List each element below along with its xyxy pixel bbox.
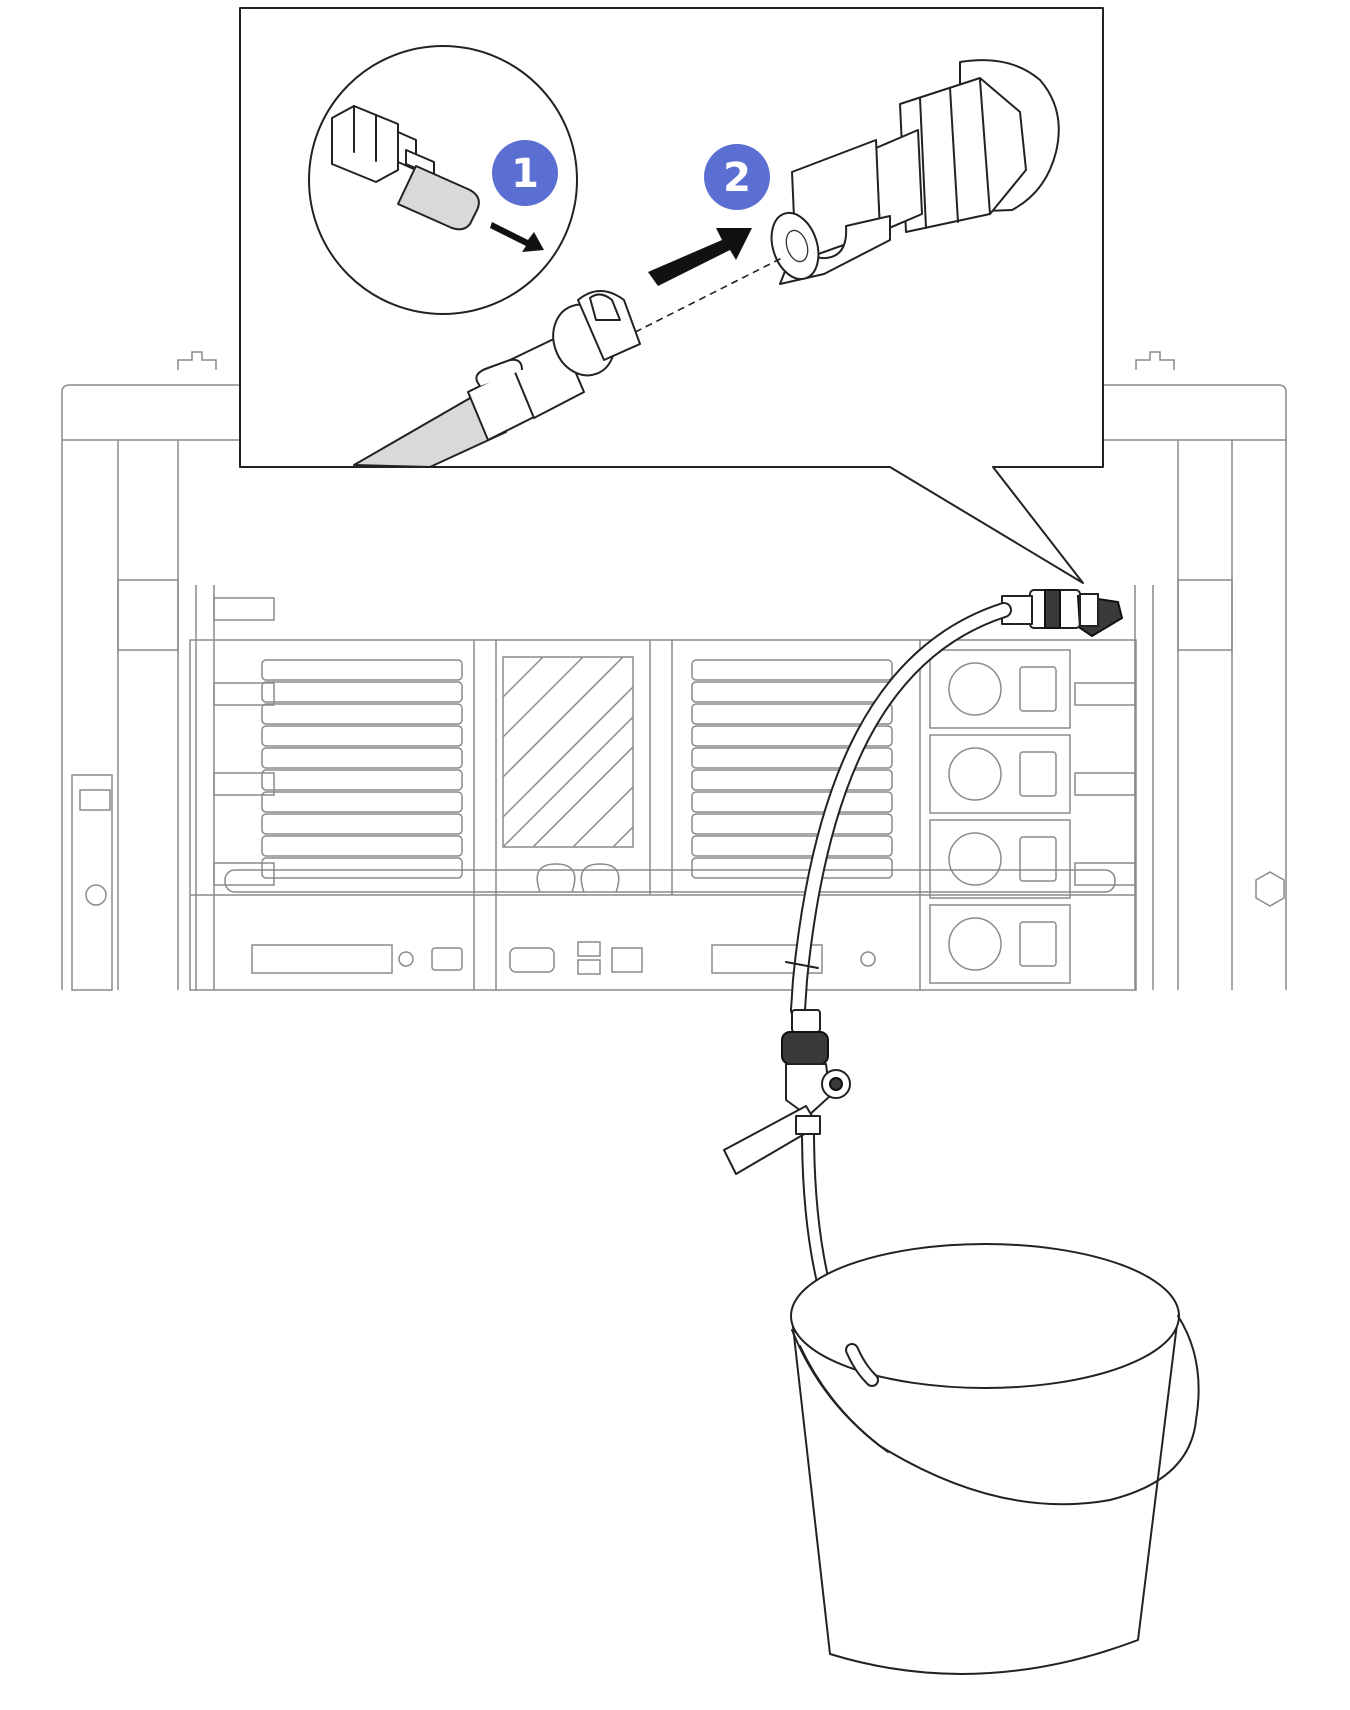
step-1-badge: 1 (492, 140, 558, 206)
power-supplies (929, 649, 1071, 984)
left-drive-bays (261, 659, 463, 879)
drain-valve (723, 1009, 851, 1175)
step-1-number: 1 (511, 151, 539, 197)
hose-coupler (353, 290, 641, 468)
rear-io-ports (251, 941, 876, 975)
right-manifold (1074, 585, 1154, 990)
right-drive-bays (691, 659, 893, 879)
detail-circle (308, 45, 578, 315)
cross-pipe (224, 863, 1116, 893)
remove-arrow (490, 222, 544, 252)
bucket (790, 1243, 1200, 1675)
center-filler-panel (502, 656, 634, 848)
rack-fitting-connection (1001, 589, 1124, 638)
server-chassis (189, 639, 1137, 991)
quick-connect-fitting (770, 59, 1060, 285)
quick-connect-fitting-small (331, 105, 435, 183)
step-2-badge: 2 (704, 144, 770, 210)
left-manifold (195, 585, 275, 990)
dust-cap (397, 165, 480, 231)
callout-panel: 1 2 (239, 7, 1104, 584)
connect-arrow (648, 228, 752, 286)
step-2-number: 2 (723, 155, 751, 201)
